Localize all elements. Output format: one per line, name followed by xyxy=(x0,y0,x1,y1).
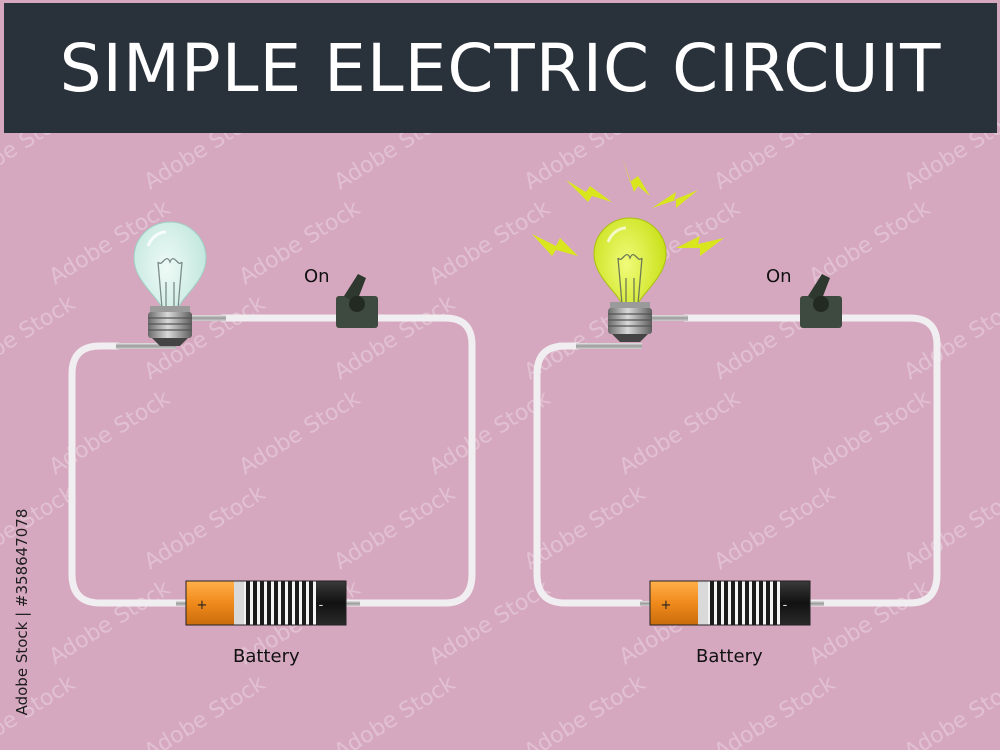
battery-right-minus: - xyxy=(783,598,788,613)
wire-terminal-left-bottom xyxy=(116,343,176,349)
stock-id: Adobe Stock | #358647078 xyxy=(4,509,40,716)
spark-icon xyxy=(532,156,724,256)
page-title: SIMPLE ELECTRIC CIRCUIT xyxy=(59,29,942,107)
wire-terminal-right-top xyxy=(652,315,688,321)
switch-label-left: On xyxy=(304,266,330,287)
title-bar-background xyxy=(4,3,997,133)
battery-label-right: Battery xyxy=(696,646,763,667)
circuit-left xyxy=(68,220,476,626)
switch-label-right: On xyxy=(766,266,792,287)
title-bar: SIMPLE ELECTRIC CIRCUIT xyxy=(4,3,997,133)
stock-id-text: Adobe Stock | #358647078 xyxy=(13,508,31,716)
battery-right-plus: + xyxy=(661,598,672,613)
battery-label-left: Battery xyxy=(233,646,300,667)
circuit-right xyxy=(532,156,941,626)
wire-terminal-left-top xyxy=(188,315,226,321)
wire-loop-right xyxy=(533,314,941,607)
battery-left-plus: + xyxy=(197,598,208,613)
wire-loop-left xyxy=(68,314,476,607)
battery-left-minus: - xyxy=(319,598,324,613)
wire-terminal-right-bottom xyxy=(576,343,642,349)
